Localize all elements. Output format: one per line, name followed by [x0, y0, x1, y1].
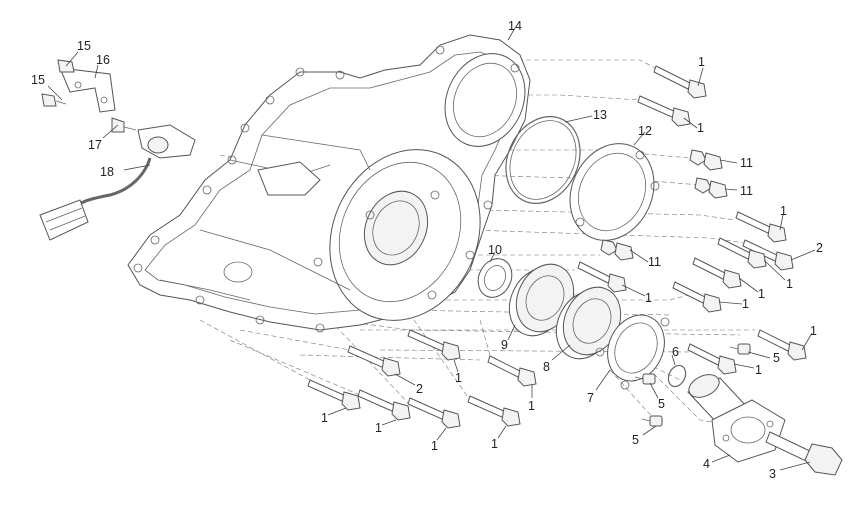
- callout-5: 5: [632, 433, 639, 447]
- callout-1: 1: [375, 421, 382, 435]
- callout-12: 12: [638, 124, 652, 138]
- callout-1: 1: [698, 55, 705, 69]
- callout-2: 2: [816, 241, 823, 255]
- callout-1: 1: [786, 277, 793, 291]
- callout-13: 13: [593, 108, 607, 122]
- callout-3: 3: [769, 467, 776, 481]
- callout-10: 10: [488, 243, 502, 257]
- callout-1: 1: [758, 287, 765, 301]
- label-pointers: [47, 27, 816, 471]
- callout-1: 1: [780, 204, 787, 218]
- callout-1: 1: [742, 297, 749, 311]
- plate-7: [595, 314, 670, 390]
- callout-1: 1: [491, 437, 498, 451]
- callout-6: 6: [672, 345, 679, 359]
- reference-labels: 1 1 1 1 1 1 1 1 1 1 1 1 1 1 1 2 2 3 4 5 …: [31, 19, 823, 481]
- callout-5: 5: [658, 397, 665, 411]
- callout-1: 1: [810, 324, 817, 338]
- bearing-8: [555, 286, 622, 360]
- callout-1: 1: [528, 399, 535, 413]
- callout-15: 15: [31, 73, 45, 87]
- callout-14: 14: [508, 19, 522, 33]
- callout-8: 8: [543, 360, 550, 374]
- sensor-assembly: [39, 59, 196, 241]
- callout-18: 18: [100, 165, 114, 179]
- callout-11: 11: [740, 156, 753, 170]
- callout-1: 1: [321, 411, 328, 425]
- sleeve-housing-4: [687, 374, 786, 463]
- cover-plate-12: [569, 143, 660, 241]
- callout-17: 17: [88, 138, 102, 152]
- callout-11: 11: [740, 184, 753, 198]
- bolts: [307, 65, 807, 429]
- callout-1: 1: [697, 121, 704, 135]
- callout-11: 11: [648, 255, 661, 269]
- o-ring-13: [505, 116, 581, 204]
- callout-16: 16: [96, 53, 110, 67]
- callout-15: 15: [77, 39, 91, 53]
- callout-1: 1: [755, 363, 762, 377]
- callout-2: 2: [416, 382, 423, 396]
- small-screws-5: [634, 343, 751, 427]
- callout-1: 1: [431, 439, 438, 453]
- o-ring-6: [667, 364, 687, 388]
- large-bolt-3: [765, 431, 843, 476]
- callout-1: 1: [645, 291, 652, 305]
- callout-9: 9: [501, 338, 508, 352]
- bearing-9: [508, 263, 575, 337]
- callout-1: 1: [455, 371, 462, 385]
- seal-10: [477, 258, 513, 298]
- crankcase-cover: [127, 34, 531, 333]
- callout-4: 4: [703, 457, 710, 471]
- callout-7: 7: [587, 391, 594, 405]
- callout-5: 5: [773, 351, 780, 365]
- o-ring-13-inner: [509, 120, 577, 200]
